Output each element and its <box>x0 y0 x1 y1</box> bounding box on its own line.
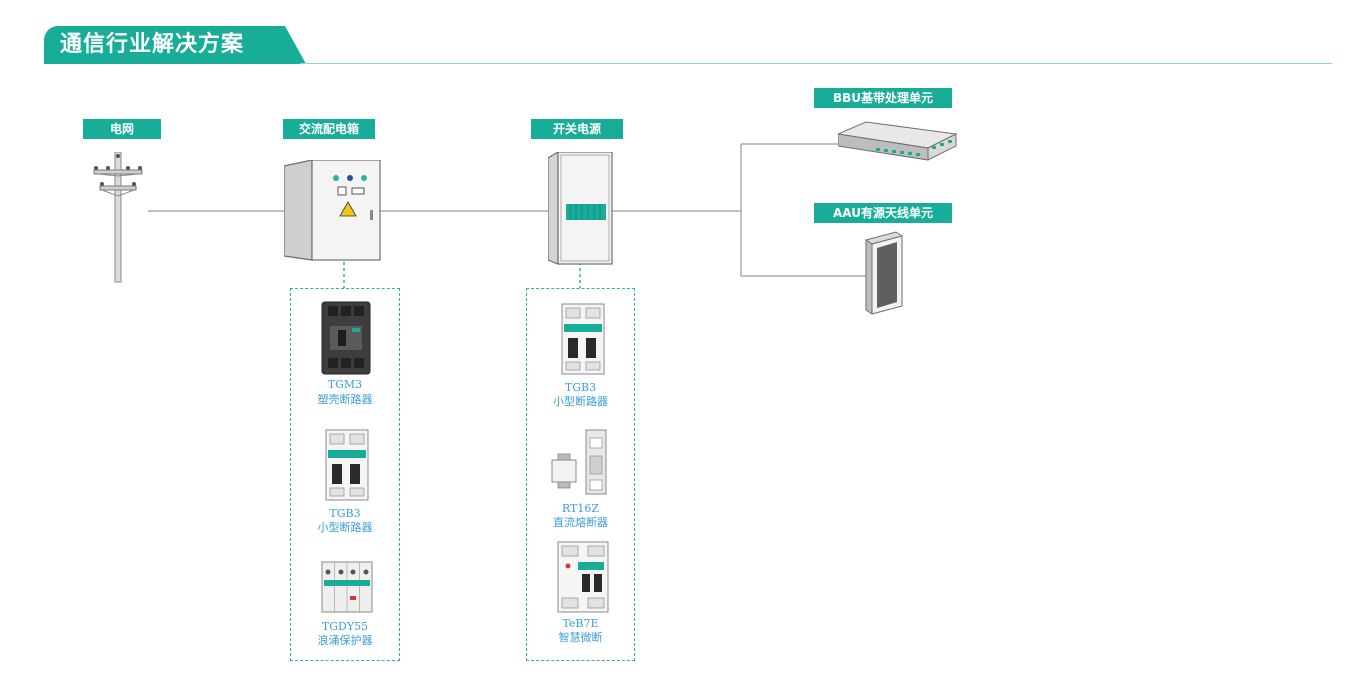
psu-products-box <box>526 288 635 661</box>
psu-product-1-name: 小型断路器 <box>553 395 608 408</box>
ac-product-3-model: TGDY55 <box>321 620 369 633</box>
utility-pole-icon <box>93 152 143 283</box>
tag-aau: AAU有源天线单元 <box>814 203 952 223</box>
aau-unit-icon <box>864 231 904 315</box>
surge-protector-icon <box>321 561 373 613</box>
psu-product-1-model: TGB3 <box>564 381 597 394</box>
ac-product-2-name: 小型断路器 <box>317 521 373 534</box>
mini-breaker-icon <box>561 303 605 375</box>
smart-breaker-icon <box>557 541 609 613</box>
ac-products-box <box>290 288 400 661</box>
ac-product-1-model: TGM3 <box>327 378 363 391</box>
tag-power-supply: 开关电源 <box>531 119 623 139</box>
dc-fuse-icon <box>551 429 607 495</box>
ac-product-2-model: TGB3 <box>329 507 361 520</box>
psu-product-3-name: 智慧微断 <box>558 631 603 644</box>
psu-product-2-name: 直流熔断器 <box>553 516 608 529</box>
psu-product-3-model: TeB7E <box>562 617 599 630</box>
title-divider <box>300 63 1332 64</box>
tag-grid: 电网 <box>83 119 161 139</box>
page-title: 通信行业解决方案 <box>60 32 245 57</box>
tag-ac-box: 交流配电箱 <box>283 119 375 139</box>
ac-product-3-name: 浪涌保护器 <box>317 634 373 647</box>
psu-product-2-model: RT16Z <box>561 502 600 515</box>
molded-case-breaker-icon <box>321 301 371 375</box>
ac-product-1-name: 塑壳断路器 <box>317 393 373 406</box>
bbu-unit-icon <box>838 121 958 161</box>
ac-distribution-box-icon <box>284 160 381 261</box>
title-tab <box>44 26 306 64</box>
tag-bbu: BBU基带处理单元 <box>814 88 952 108</box>
mini-breaker-icon <box>325 429 369 501</box>
power-supply-cabinet-icon <box>548 152 613 265</box>
